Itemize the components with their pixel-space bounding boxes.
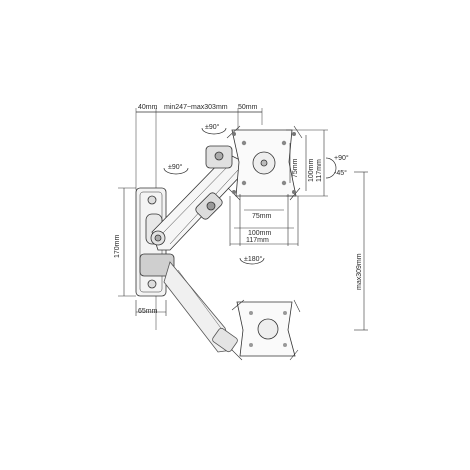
upper-arm [150,145,245,251]
head-swivel-label: ±90° [205,124,220,131]
top-offset-label: 40mm [138,104,158,111]
top-right-label: 50mm [238,104,258,111]
top-range-label: min247~max303mm [164,104,228,111]
tilt-down-label: -45° [334,170,347,177]
rotation-arcs [163,127,337,265]
wall-width-label: 65mm [138,308,158,315]
lower-vesa-plate [231,299,301,361]
v100-label: 100mm [308,158,315,182]
max-height-dim [354,171,368,331]
wall-plate [135,187,175,297]
v117-label: 117mm [316,159,323,182]
h100-label: 100mm [248,230,272,237]
tilt-up-label: +90° [334,155,349,162]
lower-arm-position [163,261,238,353]
wall-dims [118,187,167,316]
arm-swivel-label: ±90° [168,164,183,171]
rotate-label: ±180° [244,256,263,263]
vesa-horizontal-dims [229,194,299,246]
wall-height-label: 170mm [114,234,121,258]
h117-label: 117mm [246,237,269,244]
max-height-label: max309mm [356,253,363,290]
v75-label: 75mm [292,158,299,178]
h75-label: 75mm [252,213,272,220]
vesa-vertical-dims [286,129,328,197]
